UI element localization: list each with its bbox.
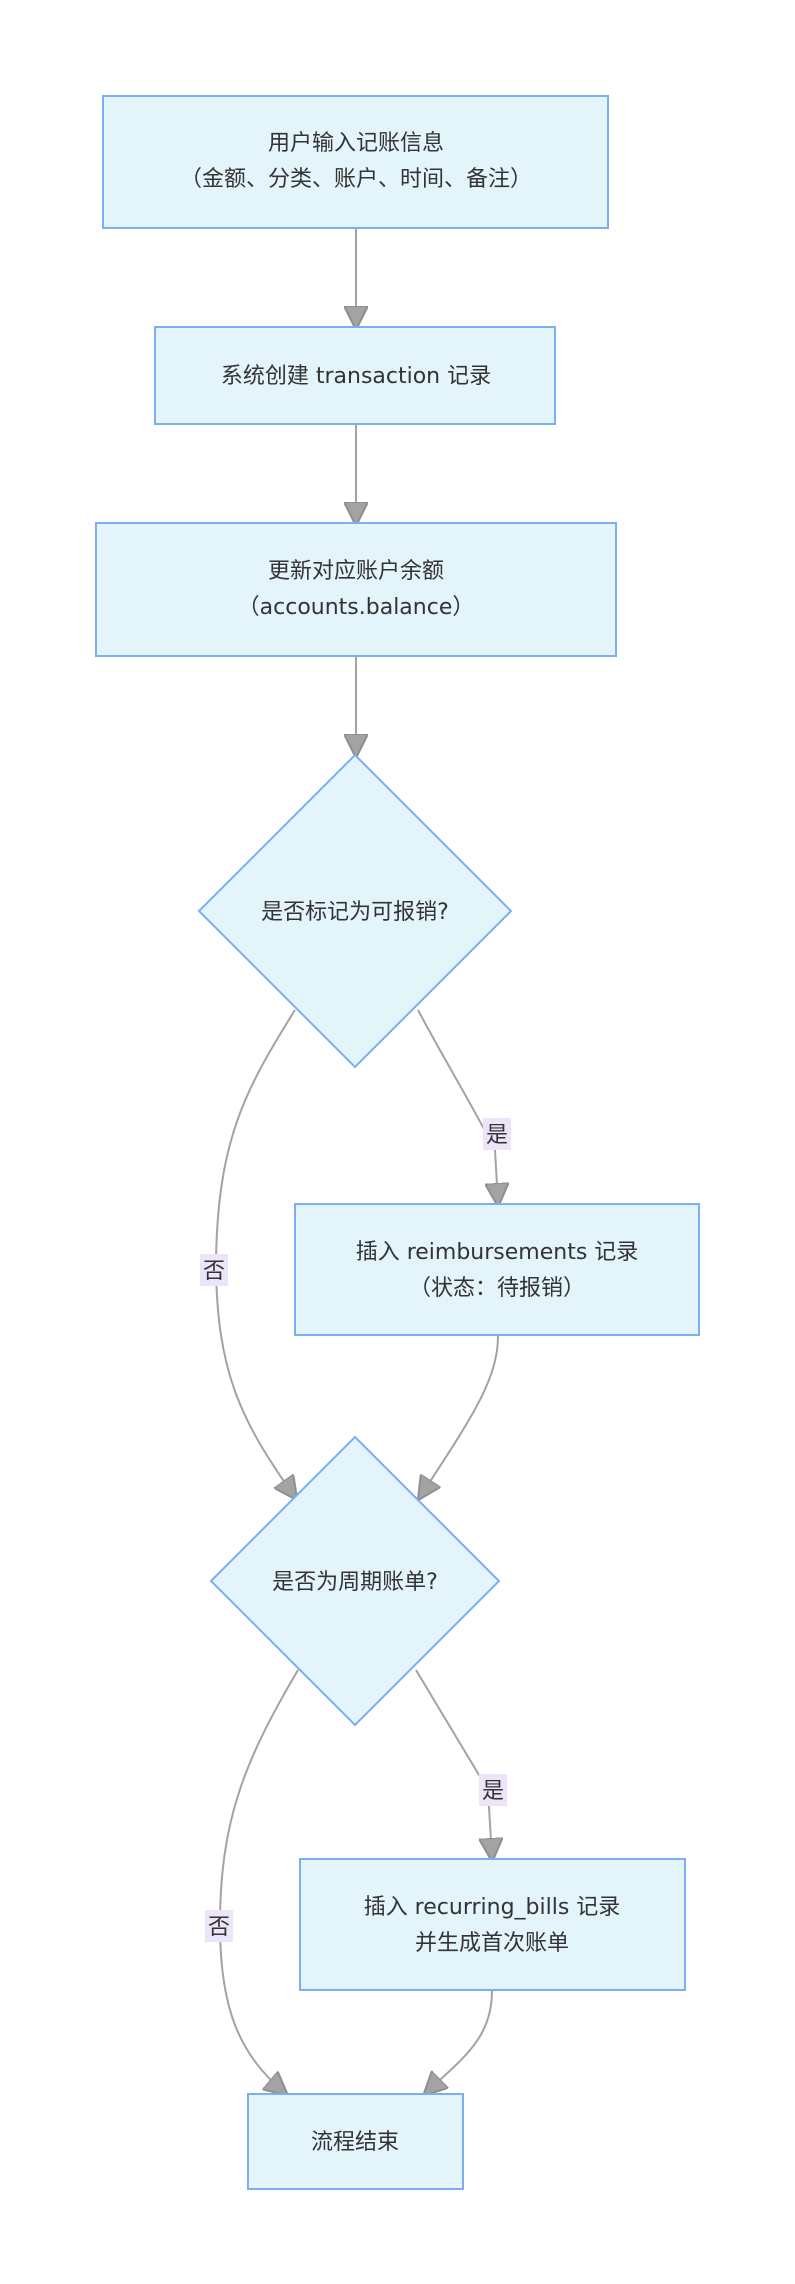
node-insert-reimbursement: 插入 reimbursements 记录 （状态：待报销）: [294, 1203, 700, 1336]
svg-text:是否为周期账单?: 是否为周期账单?: [272, 1570, 438, 1595]
edge-label-reimb-no: 否: [200, 1254, 228, 1286]
node-create-transaction: 系统创建 transaction 记录: [154, 326, 556, 425]
svg-text:是: 是: [486, 1123, 508, 1148]
edge-reimb-to-recur-decision: [420, 1335, 499, 1497]
svg-text:是否标记为可报销?: 是否标记为可报销?: [261, 900, 449, 925]
edge-recur-decision-yes: [415, 1669, 492, 1858]
svg-text:（状态：待报销）: （状态：待报销）: [409, 1276, 585, 1301]
svg-text:（金额、分类、账户、时间、备注）: （金额、分类、账户、时间、备注）: [180, 167, 532, 192]
node-insert-recurring-bill: 插入 recurring_bills 记录 并生成首次账单: [299, 1858, 686, 1991]
svg-text:否: 否: [203, 1259, 225, 1284]
svg-text:流程结束: 流程结束: [311, 2130, 399, 2155]
svg-text:是: 是: [482, 1779, 504, 1804]
svg-text:否: 否: [208, 1915, 230, 1940]
svg-text:系统创建 transaction 记录: 系统创建 transaction 记录: [221, 364, 491, 389]
node-input: 用户输入记账信息 （金额、分类、账户、时间、备注）: [102, 95, 609, 229]
edge-recur-decision-no: [218, 1669, 299, 2093]
node-reimbursable-decision: 是否标记为可报销?: [197, 753, 513, 1069]
node-update-balance: 更新对应账户余额 （accounts.balance）: [95, 522, 617, 657]
edges: [214, 229, 499, 2093]
node-recurring-decision: 是否为周期账单?: [209, 1435, 501, 1727]
edge-reimb-decision-no: [214, 1009, 295, 1497]
node-end: 流程结束: [247, 2093, 464, 2190]
edge-label-reimb-yes: 是: [483, 1118, 511, 1150]
svg-text:并生成首次账单: 并生成首次账单: [415, 1931, 569, 1956]
svg-text:插入 recurring_bills 记录: 插入 recurring_bills 记录: [364, 1895, 621, 1920]
svg-text:更新对应账户余额: 更新对应账户余额: [268, 559, 444, 584]
svg-text:插入 reimbursements 记录: 插入 reimbursements 记录: [356, 1240, 639, 1265]
edge-label-recur-no: 否: [205, 1910, 233, 1942]
svg-text:用户输入记账信息: 用户输入记账信息: [268, 131, 444, 156]
edge-reimb-decision-yes: [417, 1009, 498, 1203]
edge-recur-to-end: [426, 1990, 493, 2093]
edge-label-recur-yes: 是: [479, 1774, 507, 1806]
svg-text:（accounts.balance）: （accounts.balance）: [238, 595, 475, 620]
